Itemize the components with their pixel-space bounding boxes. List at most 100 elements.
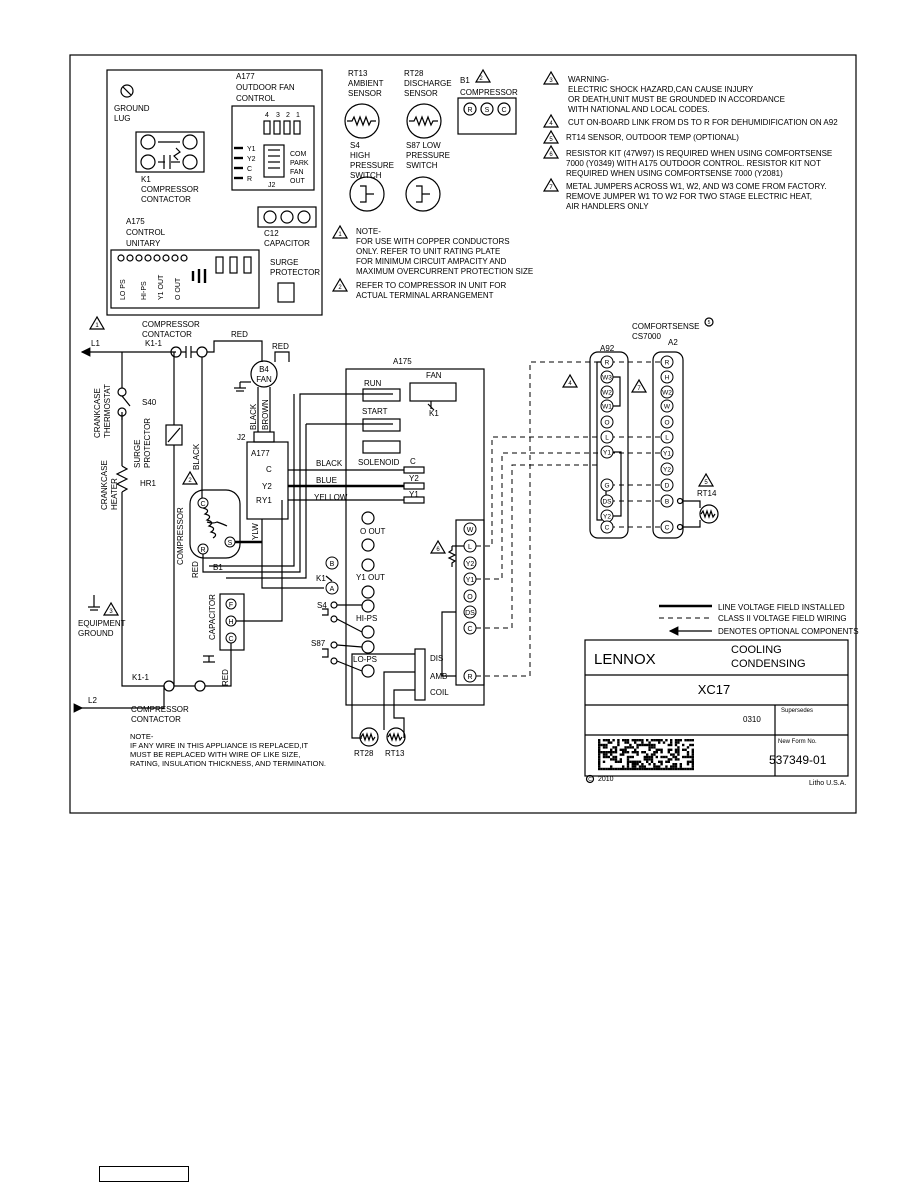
s87-symbol [405, 176, 441, 212]
svg-text:COM: COM [290, 151, 307, 158]
svg-text:UNITARY: UNITARY [126, 239, 161, 248]
svg-text:RT14 SENSOR, OUTDOOR TEMP (OPT: RT14 SENSOR, OUTDOOR TEMP (OPTIONAL) [566, 133, 739, 142]
svg-text:S87: S87 [311, 639, 326, 648]
svg-text:FAN: FAN [256, 375, 272, 384]
svg-text:CS7000: CS7000 [632, 332, 661, 341]
svg-text:AIR HANDLERS ONLY: AIR HANDLERS ONLY [566, 202, 649, 211]
svg-text:LO-PS: LO-PS [353, 655, 377, 664]
a177-label: A177 [236, 72, 255, 81]
a177-board [231, 105, 315, 191]
a2-thermostat [652, 351, 684, 539]
svg-text:J2: J2 [268, 182, 276, 189]
a92-term [600, 430, 614, 444]
svg-text:CRANKCASE: CRANKCASE [100, 460, 109, 510]
a2-term [660, 478, 674, 492]
a2-term [660, 385, 674, 399]
svg-text:4: 4 [549, 121, 553, 127]
svg-text:2: 2 [479, 76, 483, 82]
svg-text:METAL JUMPERS ACROSS W1, W2, A: METAL JUMPERS ACROSS W1, W2, AND W3 COME… [566, 182, 826, 191]
svg-text:CAPACITOR: CAPACITOR [264, 239, 310, 248]
svg-text:K1: K1 [429, 409, 439, 418]
svg-text:C: C [200, 501, 205, 508]
svg-text:4: 4 [265, 112, 269, 119]
a2-term-label: Y2 [663, 467, 671, 474]
svg-text:New Form No.: New Form No. [778, 739, 817, 745]
k1-label: K1 [141, 175, 151, 184]
svg-text:ELECTRIC SHOCK HAZARD,CAN CAUS: ELECTRIC SHOCK HAZARD,CAN CAUSE INJURY [568, 85, 754, 94]
svg-text:GROUND: GROUND [78, 629, 114, 638]
svg-text:PARK: PARK [290, 160, 309, 167]
svg-text:SENSOR: SENSOR [404, 89, 438, 98]
svg-text:0310: 0310 [743, 715, 761, 724]
svg-text:S: S [485, 107, 490, 114]
svg-text:EQUIPMENT: EQUIPMENT [78, 619, 126, 628]
model-name: XC17 [698, 682, 731, 697]
svg-text:OUTDOOR FAN: OUTDOOR FAN [236, 83, 295, 92]
svg-text:5: 5 [549, 137, 553, 143]
svg-text:RED: RED [191, 561, 200, 578]
a175-term-a [325, 581, 339, 595]
page-footer-box [99, 1166, 189, 1182]
svg-text:CONTACTOR: CONTACTOR [141, 195, 191, 204]
svg-text:7: 7 [637, 386, 641, 392]
svg-text:Y1: Y1 [262, 496, 272, 505]
svg-text:HI-PS: HI-PS [141, 281, 148, 300]
schematic: 1 L1 COMPRESSOR CONTACTOR K1-1 RED B4 FA… [73, 315, 719, 758]
svg-text:R: R [256, 496, 262, 505]
svg-text:AMBIENT: AMBIENT [348, 79, 384, 88]
svg-text:COOLING: COOLING [731, 644, 782, 656]
a92-term-label: G [604, 483, 609, 490]
notes-block: 1 NOTE- FOR USE WITH COPPER CONDUCTORS O… [331, 70, 838, 300]
svg-text:CLASS II VOLTAGE FIELD WIRING: CLASS II VOLTAGE FIELD WIRING [718, 614, 847, 623]
svg-text:OR DEATH,UNIT MUST BE GROUNDED: OR DEATH,UNIT MUST BE GROUNDED IN ACCORD… [568, 95, 785, 104]
svg-text:Y1 OUT: Y1 OUT [356, 573, 385, 582]
a92-term [600, 385, 614, 399]
svg-text:A: A [330, 586, 335, 593]
svg-text:HIGH: HIGH [350, 151, 370, 160]
svg-text:WARNING-: WARNING- [568, 75, 609, 84]
a92-term-label: C [605, 525, 610, 532]
svg-text:RUN: RUN [364, 379, 382, 388]
svg-text:Y1 OUT: Y1 OUT [158, 274, 165, 300]
svg-text:ONLY. REFER TO UNIT RATING PLA: ONLY. REFER TO UNIT RATING PLATE [356, 247, 500, 256]
svg-text:REFER TO COMPRESSOR IN UNIT FO: REFER TO COMPRESSOR IN UNIT FOR [356, 281, 506, 290]
a2-term [660, 415, 674, 429]
svg-text:BLUE: BLUE [316, 476, 337, 485]
svg-text:CONTROL: CONTROL [126, 228, 166, 237]
a2-term-label: B [665, 499, 669, 506]
a2-term-label: R [665, 360, 670, 367]
rt13-schematic [386, 727, 406, 747]
svg-text:SENSOR: SENSOR [348, 89, 382, 98]
a2-term [660, 370, 674, 384]
svg-text:B: B [330, 561, 335, 568]
svg-text:REMOVE JUMPER W1 TO W2 FOR TWO: REMOVE JUMPER W1 TO W2 FOR TWO STAGE ELE… [566, 192, 812, 201]
a2-term-label: H [665, 375, 670, 382]
svg-text:4: 4 [568, 381, 572, 387]
capacitor-symbol [219, 593, 245, 651]
title-block: LENNOX COOLING CONDENSING XC17 Supersede… [584, 639, 849, 787]
svg-text:RT28: RT28 [354, 749, 374, 758]
a92-term-label: W2 [602, 390, 612, 397]
svg-text:C: C [266, 465, 272, 474]
svg-text:Y2: Y2 [247, 156, 256, 163]
a2-term-label: L [665, 435, 669, 442]
svg-text:YELLOW: YELLOW [314, 493, 348, 502]
a2-term [660, 520, 674, 534]
a2-term-label: C [665, 525, 670, 532]
a92-term-label: Y2 [603, 514, 611, 521]
svg-text:DENOTES OPTIONAL COMPONENTS: DENOTES OPTIONAL COMPONENTS [718, 627, 859, 636]
b4-fan-motor [250, 360, 278, 388]
svg-text:J2: J2 [237, 433, 246, 442]
rt28-schematic [359, 727, 379, 747]
svg-text:Y1: Y1 [247, 146, 256, 153]
svg-text:CONTACTOR: CONTACTOR [142, 330, 192, 339]
svg-text:SWITCH: SWITCH [350, 171, 382, 180]
svg-text:CUT ON-BOARD LINK FROM DS TO R: CUT ON-BOARD LINK FROM DS TO R FOR DEHUM… [568, 118, 838, 127]
svg-text:2010: 2010 [598, 776, 614, 783]
svg-text:R: R [467, 674, 472, 681]
svg-text:THERMOSTAT: THERMOSTAT [103, 384, 112, 438]
svg-text:LINE VOLTAGE FIELD INSTALLED: LINE VOLTAGE FIELD INSTALLED [718, 603, 845, 612]
svg-text:R: R [200, 547, 205, 554]
svg-text:MUST BE REPLACED WITH WIRE OF: MUST BE REPLACED WITH WIRE OF LIKE SIZE, [130, 750, 300, 759]
svg-text:COMPRESSOR: COMPRESSOR [176, 507, 185, 565]
